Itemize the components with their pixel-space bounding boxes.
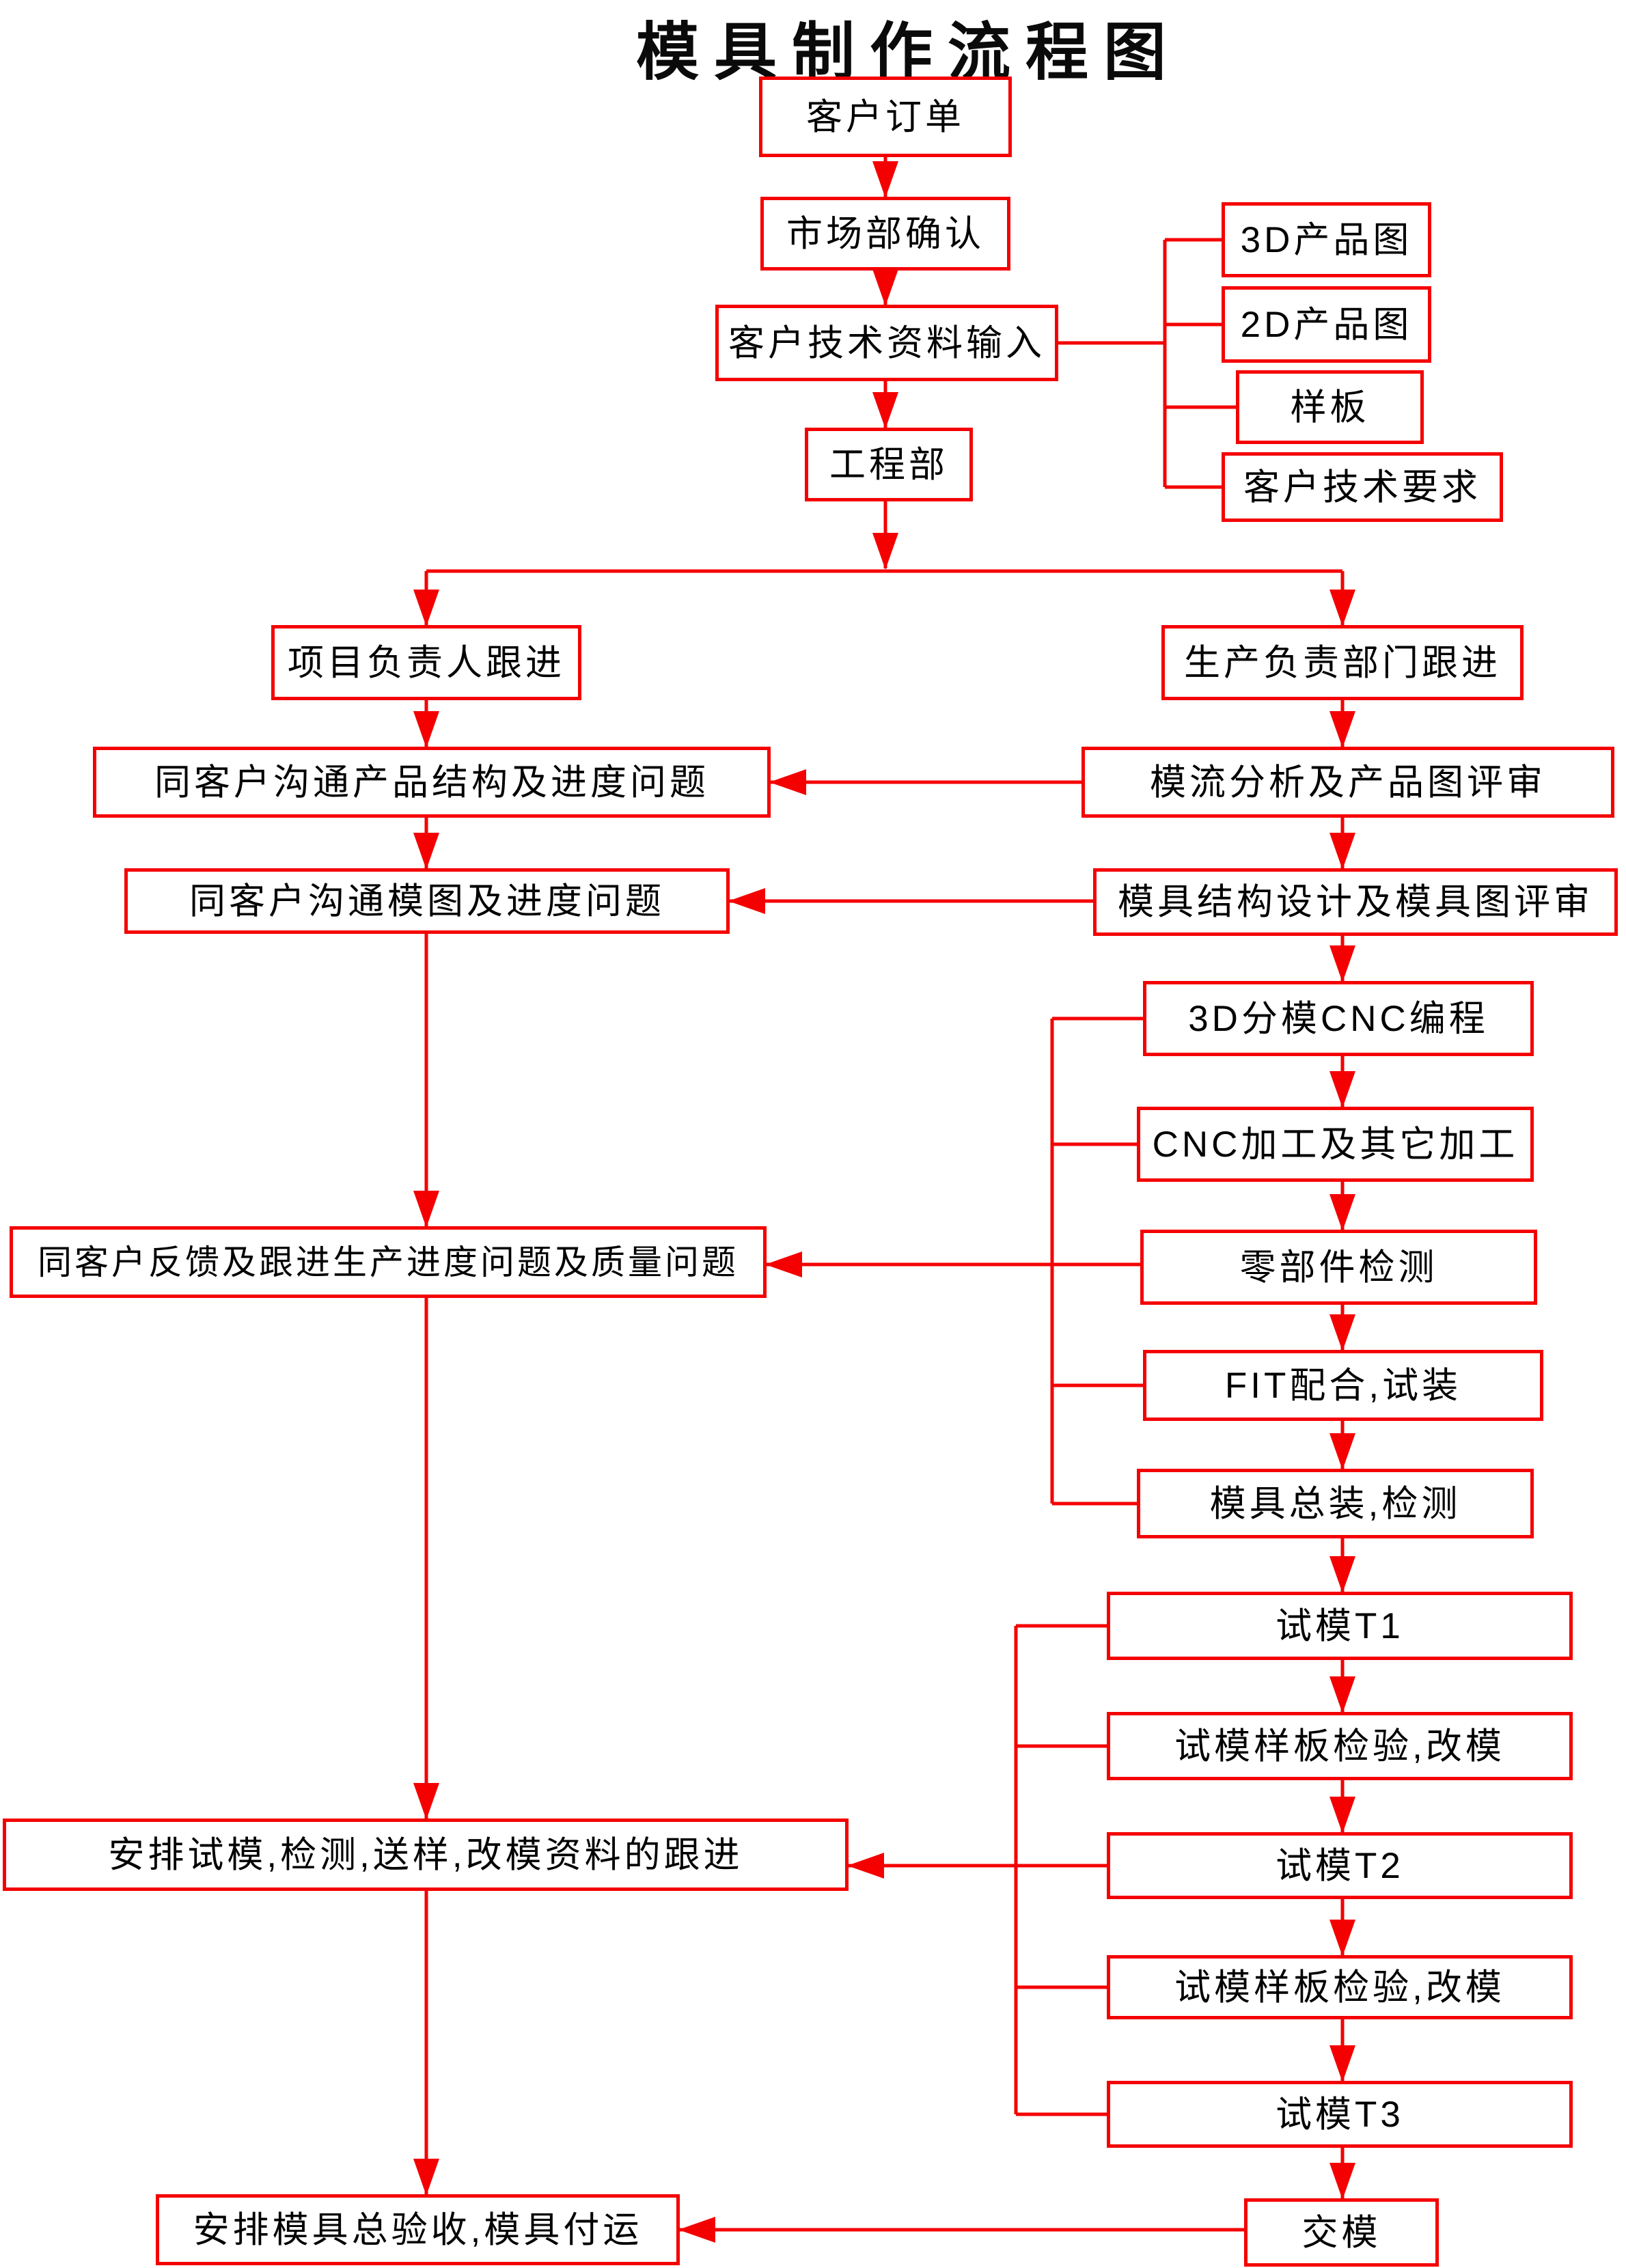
node-arrange-trial-follow: 安排试模,检测,送样,改模资料的跟进 bbox=[3, 1818, 849, 1891]
node-project-leader-follow: 项目负责人跟进 bbox=[271, 625, 581, 700]
collector-bracket-2 bbox=[1014, 1624, 1107, 2116]
node-mold-flow-review: 模流分析及产品图评审 bbox=[1081, 747, 1614, 818]
node-parts-inspection: 零部件检测 bbox=[1140, 1230, 1537, 1305]
node-mold-assembly: 模具总装,检测 bbox=[1137, 1469, 1534, 1538]
node-cnc-machining: CNC加工及其它加工 bbox=[1137, 1107, 1534, 1182]
collector-bracket-1 bbox=[1050, 1017, 1143, 1506]
node-trial-t1: 试模T1 bbox=[1107, 1592, 1573, 1660]
node-customer-feedback: 同客户反馈及跟进生产进度问题及质量问题 bbox=[10, 1226, 767, 1298]
node-trial-t2: 试模T2 bbox=[1107, 1832, 1573, 1899]
flow-arrows bbox=[413, 157, 1355, 2243]
node-communicate-mold-drawing: 同客户沟通模图及进度问题 bbox=[124, 868, 730, 934]
node-communicate-product-structure: 同客户沟通产品结构及进度问题 bbox=[93, 747, 771, 818]
node-2d-product-drawing: 2D产品图 bbox=[1222, 286, 1431, 363]
node-tech-data-input: 客户技术资料输入 bbox=[715, 305, 1058, 381]
node-cnc-programming: 3D分模CNC编程 bbox=[1143, 981, 1534, 1056]
node-trial-inspect-1: 试模样板检验,改模 bbox=[1107, 1712, 1573, 1780]
node-production-dept-follow: 生产负责部门跟进 bbox=[1161, 625, 1524, 700]
node-fit-assembly: FIT配合,试装 bbox=[1143, 1350, 1543, 1421]
node-sample-board: 样板 bbox=[1236, 370, 1424, 444]
node-marketing-confirm: 市场部确认 bbox=[760, 197, 1010, 271]
node-trial-t3: 试模T3 bbox=[1107, 2081, 1573, 2148]
node-mold-delivery: 交模 bbox=[1244, 2198, 1439, 2267]
node-final-acceptance: 安排模具总验收,模具付运 bbox=[156, 2194, 680, 2265]
node-engineering-dept: 工程部 bbox=[805, 428, 973, 501]
document-bracket bbox=[1058, 238, 1236, 489]
node-customer-tech-requirements: 客户技术要求 bbox=[1222, 452, 1503, 522]
node-3d-product-drawing: 3D产品图 bbox=[1222, 202, 1431, 277]
node-trial-inspect-2: 试模样板检验,改模 bbox=[1107, 1955, 1573, 2019]
node-customer-order: 客户订单 bbox=[759, 77, 1012, 157]
node-mold-structure-review: 模具结构设计及模具图评审 bbox=[1093, 868, 1618, 936]
page-title: 模具制作流程图 bbox=[635, 18, 1181, 87]
